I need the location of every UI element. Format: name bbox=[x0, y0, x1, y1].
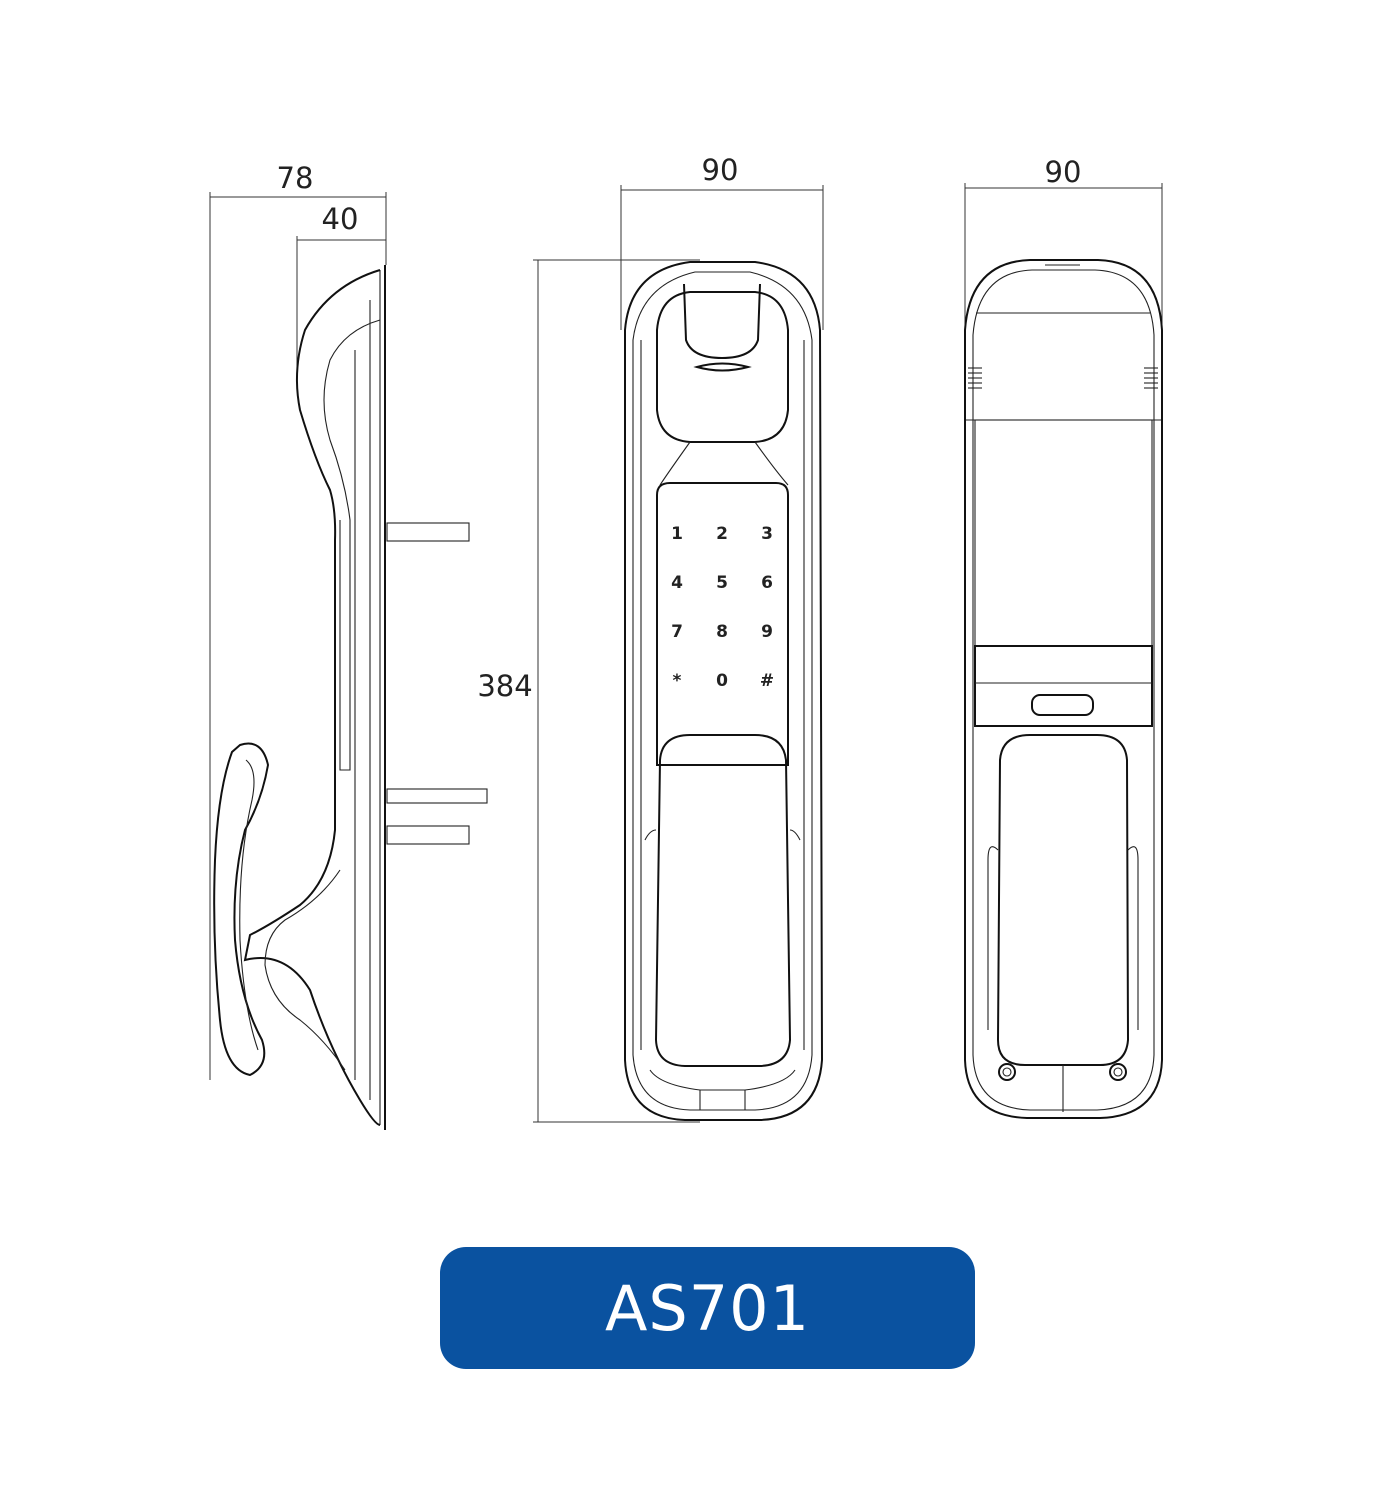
vent-left bbox=[968, 367, 982, 389]
dimension-90-front: 90 bbox=[620, 153, 824, 330]
dimension-label-40: 40 bbox=[322, 202, 359, 236]
key-7[interactable]: 7 bbox=[671, 622, 683, 642]
key-star[interactable]: * bbox=[673, 671, 682, 691]
dimension-label-384: 384 bbox=[477, 669, 532, 703]
dimension-label-90-back: 90 bbox=[1045, 155, 1082, 189]
key-5[interactable]: 5 bbox=[716, 573, 728, 593]
dimension-90-back: 90 bbox=[964, 155, 1163, 330]
dimension-78: 78 bbox=[209, 161, 387, 1080]
model-label-banner: AS701 bbox=[440, 1247, 975, 1369]
front-view: 90 384 1 2 3 4 5 6 7 8 9 * 0 bbox=[477, 153, 824, 1123]
key-9[interactable]: 9 bbox=[761, 622, 773, 642]
key-0[interactable]: 0 bbox=[716, 671, 728, 691]
key-1[interactable]: 1 bbox=[671, 524, 683, 544]
dimension-label-90-front: 90 bbox=[702, 153, 739, 187]
key-4[interactable]: 4 bbox=[671, 573, 683, 593]
dimension-40: 40 bbox=[296, 202, 386, 375]
screw-left-icon bbox=[998, 1063, 1016, 1081]
vent-right bbox=[1144, 367, 1158, 389]
key-6[interactable]: 6 bbox=[761, 573, 773, 593]
back-view: 90 bbox=[964, 155, 1163, 1119]
model-label: AS701 bbox=[604, 1271, 811, 1345]
key-hash[interactable]: # bbox=[760, 671, 774, 691]
side-view: 78 40 bbox=[209, 161, 488, 1130]
key-3[interactable]: 3 bbox=[761, 524, 773, 544]
key-2[interactable]: 2 bbox=[716, 524, 728, 544]
screw-right-icon bbox=[1109, 1063, 1127, 1081]
release-button[interactable] bbox=[1031, 694, 1094, 716]
dimension-label-78: 78 bbox=[277, 161, 314, 195]
dimension-384: 384 bbox=[477, 259, 700, 1123]
keypad: 1 2 3 4 5 6 7 8 9 * 0 # bbox=[671, 524, 774, 691]
key-8[interactable]: 8 bbox=[716, 622, 728, 642]
